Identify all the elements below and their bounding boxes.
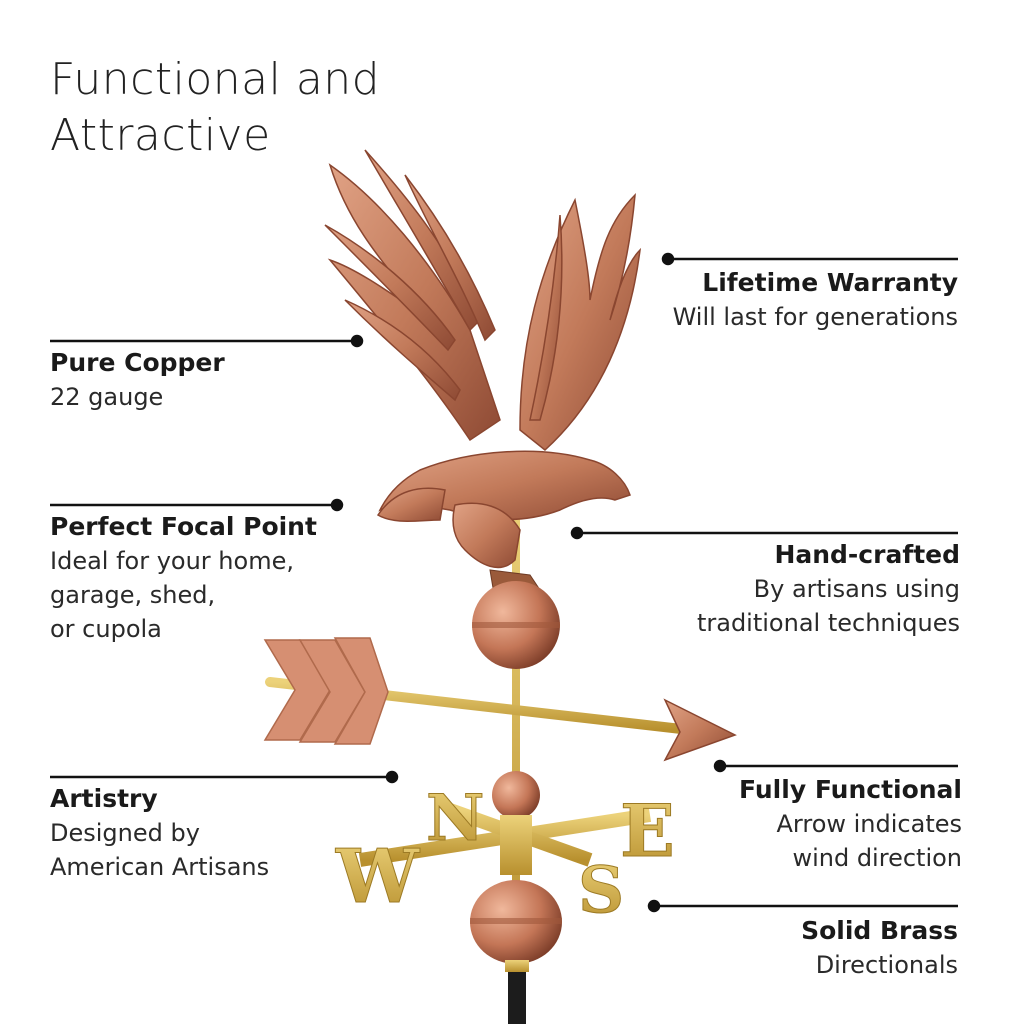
feature-title: Artistry xyxy=(50,784,158,813)
arrow xyxy=(263,637,737,762)
feature-title: Pure Copper xyxy=(50,348,225,377)
callout-perfect-focal-point: Perfect Focal Point Ideal for your home,… xyxy=(50,510,317,646)
feature-desc: Will last for generations xyxy=(672,303,958,331)
left-wing xyxy=(324,149,501,442)
feature-title: Fully Functional xyxy=(739,775,962,804)
title-line-2: Attractive xyxy=(50,110,271,161)
feature-desc: 22 gauge xyxy=(50,383,164,411)
feature-title: Hand-crafted xyxy=(774,540,960,569)
page-title: Functional and Attractive xyxy=(50,52,380,164)
callout-pure-copper: Pure Copper 22 gauge xyxy=(50,346,225,414)
small-ball xyxy=(492,771,540,819)
feature-desc: Designed by xyxy=(50,819,200,847)
callout-lifetime-warranty: Lifetime Warranty Will last for generati… xyxy=(673,266,958,334)
direction-s: S xyxy=(578,853,624,928)
directionals: N E S W xyxy=(335,781,676,929)
right-wing xyxy=(519,193,642,451)
feature-desc: Ideal for your home, xyxy=(50,547,294,575)
feature-desc: American Artisans xyxy=(50,853,270,881)
callout-hand-crafted: Hand-crafted By artisans using tradition… xyxy=(697,538,960,640)
callout-solid-brass: Solid Brass Directionals xyxy=(801,914,958,982)
feature-desc: garage, shed, xyxy=(50,581,216,609)
feature-desc: By artisans using xyxy=(753,575,960,603)
feature-title: Perfect Focal Point xyxy=(50,512,317,541)
feature-title: Solid Brass xyxy=(801,916,958,945)
feature-title: Lifetime Warranty xyxy=(702,268,958,297)
feature-desc: Arrow indicates xyxy=(776,810,962,838)
eagle-body xyxy=(376,450,631,569)
rod xyxy=(512,500,520,970)
pole xyxy=(508,960,526,1024)
feature-desc: wind direction xyxy=(792,844,962,872)
title-line-1: Functional and xyxy=(50,54,381,105)
direction-n: N xyxy=(426,781,485,856)
feature-desc: traditional techniques xyxy=(696,609,960,637)
feature-desc: Directionals xyxy=(815,951,958,979)
callout-fully-functional: Fully Functional Arrow indicates wind di… xyxy=(739,773,962,875)
direction-w: W xyxy=(335,834,420,920)
callout-artistry: Artistry Designed by American Artisans xyxy=(50,782,269,884)
feature-desc: or cupola xyxy=(50,615,162,643)
direction-e: E xyxy=(620,788,675,873)
